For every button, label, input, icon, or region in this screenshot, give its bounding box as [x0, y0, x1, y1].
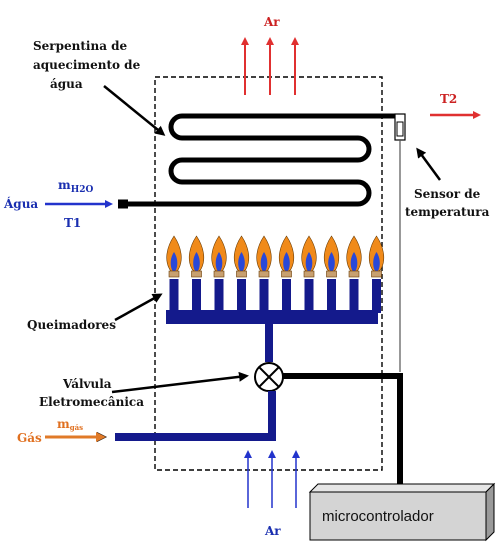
sensor-pointer	[416, 147, 442, 181]
sensor-label-line2: temperatura	[405, 205, 490, 219]
burner-tube	[214, 279, 224, 313]
heating-coil	[118, 113, 398, 209]
t1-label: T1	[64, 216, 81, 230]
gas-arrow-head	[96, 432, 106, 442]
hot-air-arrows	[241, 37, 299, 95]
flame-icon	[211, 235, 227, 278]
t2-label: T2	[440, 92, 457, 106]
burner-tube	[169, 279, 179, 313]
temperature-sensor	[394, 113, 406, 372]
flame-icon	[188, 235, 205, 278]
mh2o-label: mH2O	[58, 178, 93, 195]
burner-tube	[372, 279, 381, 313]
mgas-label: mgás	[57, 417, 83, 432]
microcontroller-label: microcontrolador	[322, 508, 434, 525]
flame-icon	[368, 235, 385, 278]
burner-tube	[282, 279, 291, 313]
flame-icon	[256, 235, 272, 278]
valve-control-wire	[283, 373, 403, 487]
burner-tube	[192, 279, 201, 313]
flame-icon	[323, 235, 340, 278]
serpentina-label-line3: água	[50, 77, 83, 91]
microcontroller-box	[308, 482, 496, 542]
burner-tube	[259, 279, 269, 313]
flame-icon	[166, 235, 182, 278]
flame-icon	[278, 235, 295, 278]
gas-label: Gás	[17, 431, 42, 445]
gas-pipe	[115, 391, 276, 441]
flame-icon	[233, 235, 250, 278]
burner-flames	[166, 235, 385, 278]
valvula-pointer	[111, 371, 249, 394]
ar-top-label: Ar	[263, 15, 280, 29]
agua-label: Água	[3, 196, 38, 211]
valvula-label-line2: Eletromecânica	[39, 395, 144, 409]
cold-air-arrows	[244, 450, 300, 508]
valvula-label-line1: Válvula	[62, 377, 112, 391]
queimadores-label: Queimadores	[27, 318, 116, 332]
burner-tube	[327, 279, 336, 313]
serpentina-label-line1: Serpentina de	[33, 39, 128, 53]
burner-tube	[237, 279, 246, 313]
sensor-label-line1: Sensor de	[414, 187, 481, 201]
queimadores-pointer	[114, 293, 163, 322]
serpentina-label-line2: aquecimento de	[33, 58, 141, 72]
burner-tube	[349, 279, 359, 313]
flame-icon	[301, 235, 317, 278]
burner-manifold	[166, 310, 378, 362]
ar-bottom-label: Ar	[264, 524, 281, 538]
serpentina-pointer	[103, 85, 166, 136]
burner-tube	[304, 279, 314, 313]
burner-tubes	[169, 279, 381, 313]
heater-housing	[154, 76, 383, 471]
flame-icon	[346, 235, 362, 278]
valve-symbol	[254, 362, 284, 392]
